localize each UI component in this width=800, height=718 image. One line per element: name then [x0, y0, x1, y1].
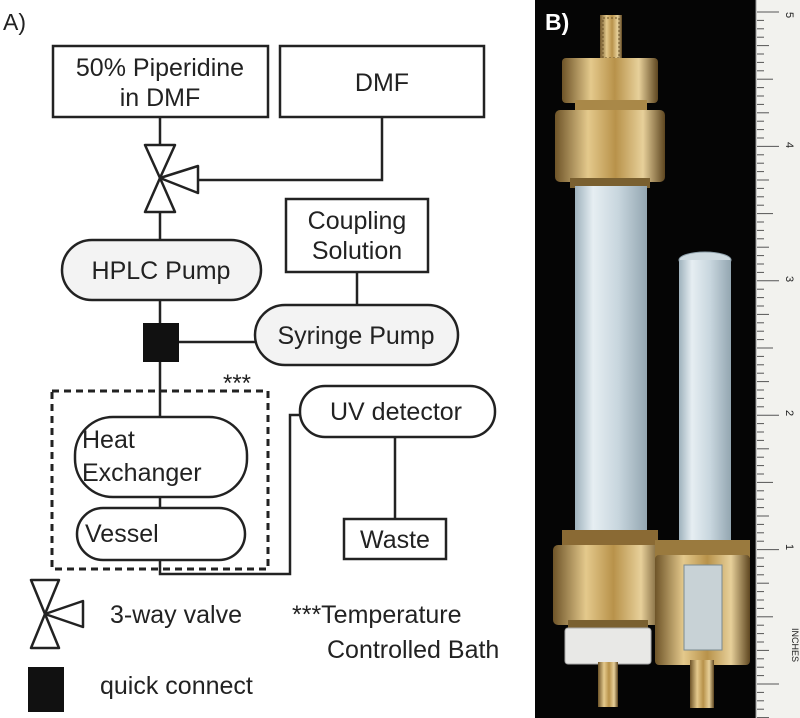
panel-a-label: A): [3, 9, 26, 35]
vessel-box: [75, 506, 247, 562]
ruler-number-1: 1: [783, 544, 795, 550]
uv-detector-label: UV detector: [330, 398, 462, 426]
dmf-label: DMF: [355, 69, 409, 97]
heat-exchanger-box: [73, 415, 249, 499]
temperature-bath-box: [50, 389, 270, 571]
short-reactor-photo: [655, 251, 750, 708]
coupling-label-line1: Coupling: [308, 207, 407, 235]
waste-label: Waste: [360, 526, 430, 554]
ruler: 5 4 3 2 1 INCHES: [755, 0, 800, 718]
ruler-number-2: 2: [783, 410, 795, 416]
syringe-pump-box: [253, 303, 460, 367]
piperidine-label-line1: 50% Piperidine: [76, 54, 244, 82]
panel-b-label: B): [545, 9, 569, 35]
ruler-number-4: 4: [783, 142, 795, 148]
dmf-box: [278, 44, 486, 119]
quick-connect-icon: [143, 323, 179, 362]
hplc-pump-box: [60, 238, 263, 302]
piperidine-label-line2: in DMF: [120, 84, 201, 112]
three-way-valve-icon: [143, 143, 200, 214]
uv-detector-box: [298, 384, 497, 439]
legend-bath-label-line2: Controlled Bath: [327, 636, 499, 664]
heat-exchanger-label-line1: Heat: [82, 426, 135, 454]
piperidine-box: [51, 44, 270, 119]
legend-quick-connect-icon: [28, 667, 64, 712]
coupling-label-line2: Solution: [312, 237, 402, 265]
legend-valve-icon: [29, 578, 85, 650]
vessel-label: Vessel: [85, 520, 159, 548]
ruler-number-3: 3: [783, 276, 795, 282]
coupling-solution-box: [284, 197, 430, 274]
long-reactor-photo: [553, 15, 665, 707]
ruler-unit-label: INCHES: [790, 628, 800, 662]
heat-exchanger-label-line2: Exchanger: [82, 459, 202, 487]
syringe-pump-label: Syringe Pump: [277, 322, 434, 350]
ruler-number-5: 5: [783, 12, 795, 18]
legend-bath-label-line1: ***Temperature: [292, 601, 462, 629]
waste-box: [342, 517, 448, 561]
bath-marker: ***: [223, 370, 251, 397]
legend-valve-label: 3-way valve: [110, 601, 242, 629]
hplc-pump-label: HPLC Pump: [92, 257, 231, 285]
legend-quick-connect-label: quick connect: [100, 672, 253, 700]
flow-lines: [158, 117, 397, 576]
